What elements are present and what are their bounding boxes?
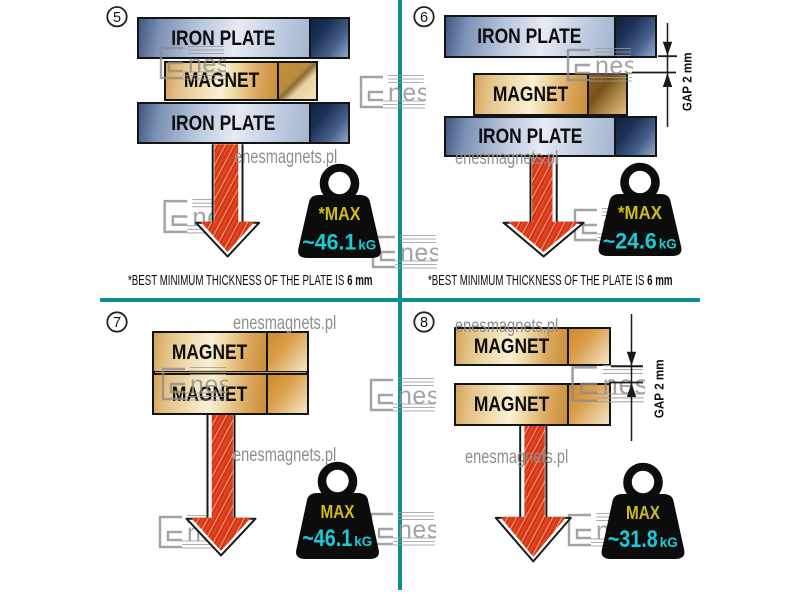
svg-text:nes: nes xyxy=(388,79,426,107)
svg-text:5: 5 xyxy=(113,10,121,26)
svg-text:nes: nes xyxy=(190,371,228,399)
svg-text:kG: kG xyxy=(358,238,376,253)
svg-text:~46.1: ~46.1 xyxy=(302,525,352,552)
svg-text:kG: kG xyxy=(660,535,678,550)
svg-text:7: 7 xyxy=(113,315,121,331)
svg-text:*MAX: *MAX xyxy=(319,203,362,224)
svg-text:kG: kG xyxy=(659,237,677,252)
svg-text:nes: nes xyxy=(603,369,645,400)
svg-text:~24.6: ~24.6 xyxy=(603,229,657,254)
svg-text:8: 8 xyxy=(420,315,428,331)
svg-text:~31.8: ~31.8 xyxy=(608,526,658,553)
svg-text:nes: nes xyxy=(398,516,436,544)
svg-text:nes: nes xyxy=(400,239,438,267)
svg-text:*MAX: *MAX xyxy=(618,202,663,223)
svg-text:~46.1: ~46.1 xyxy=(302,230,356,255)
svg-text:kG: kG xyxy=(354,534,372,549)
svg-text:6: 6 xyxy=(420,10,428,26)
svg-text:MAX: MAX xyxy=(626,502,661,523)
svg-text:nes: nes xyxy=(398,382,436,410)
svg-text:nes: nes xyxy=(595,52,633,80)
svg-text:nes: nes xyxy=(188,50,226,78)
svg-text:MAX: MAX xyxy=(321,501,356,522)
